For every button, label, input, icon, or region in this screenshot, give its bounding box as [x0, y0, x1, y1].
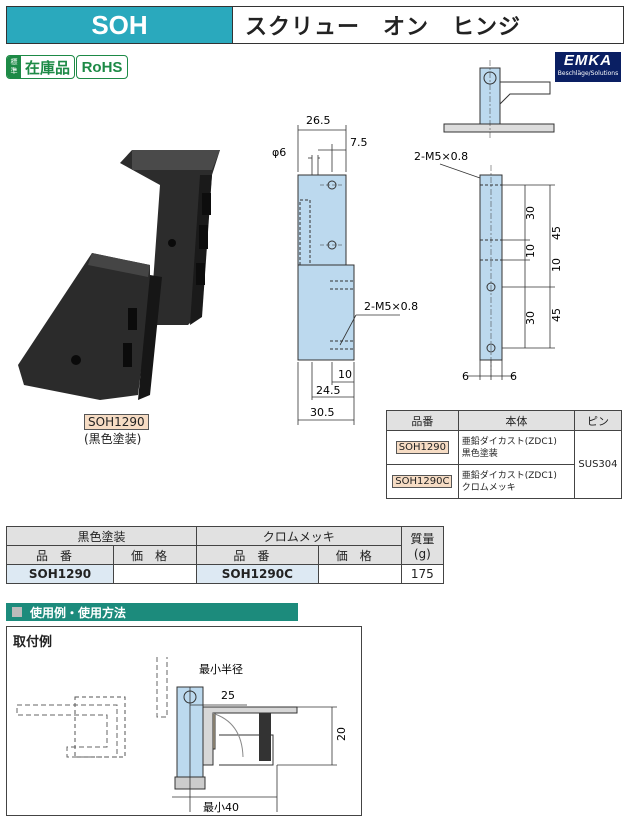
photo-finish: (黒色塗装) — [84, 432, 142, 446]
dim-2-m5-front: 2-M5×0.8 — [364, 300, 418, 313]
part-black: SOH1290 — [5, 564, 115, 584]
col-part-black: 品番 — [5, 545, 115, 565]
col-pin: ピン — [573, 410, 623, 431]
label-dim-20: 20 — [335, 727, 348, 741]
standard-stock-badge: 標準 在庫品 — [6, 55, 76, 79]
col-price-chrome: 価格 — [317, 545, 402, 565]
mass-header: 質量(g) — [400, 526, 445, 565]
label-min-radius: 最小半径 — [199, 662, 243, 676]
front-lower-leaf — [297, 264, 355, 361]
product-photo — [18, 150, 220, 400]
col-body: 本体 — [457, 410, 575, 431]
col-part: 品番 — [386, 410, 459, 431]
photo-caption: SOH1290 (黒色塗装) — [84, 414, 149, 447]
part-chrome: SOH1290C — [195, 564, 319, 584]
col-price-black: 価格 — [113, 545, 197, 565]
col-part-chrome: 品番 — [195, 545, 319, 565]
stock-label: 在庫品 — [25, 58, 71, 77]
dim-30-lower: 30 — [524, 311, 537, 325]
body-material: 亜鉛ダイカスト(ZDC1)黒色塗装 — [457, 430, 575, 465]
dim-10-right: 10 — [550, 258, 563, 272]
group-black: 黒色塗装 — [6, 526, 197, 546]
dim-6-left: 6 — [462, 370, 469, 383]
dim-26-5: 26.5 — [306, 114, 331, 127]
front-upper-leaf — [297, 174, 347, 266]
dim-7-5: 7.5 — [350, 136, 368, 149]
product-title: スクリュー オン ヒンジ — [245, 15, 522, 40]
body-material: 亜鉛ダイカスト(ZDC1)クロムメッキ — [457, 464, 575, 499]
price-table: 黒色塗装 クロムメッキ 質量(g) 品番 価格 品番 価格 SOH1290 SO… — [5, 526, 445, 584]
group-chrome: クロムメッキ — [195, 526, 402, 546]
dim-45-lower: 45 — [550, 308, 563, 322]
dim-phi-6: φ6 — [272, 146, 286, 159]
mounting-example-drawing: 最小半径 25 20 最小40 — [16, 657, 348, 814]
table-row: SOH1290 SOH1290C 175 — [5, 564, 445, 584]
label-dim-25: 25 — [221, 689, 235, 702]
side-view-drawing: 2-M5×0.8 30 10 30 45 10 45 6 6 — [414, 60, 563, 383]
dim-10-side: 10 — [524, 244, 537, 258]
label-min-40: 最小40 — [203, 801, 239, 814]
dim-30-5: 30.5 — [310, 406, 335, 419]
dim-24-5: 24.5 — [316, 384, 341, 397]
front-view-drawing: 26.5 7.5 φ6 2-M5×0.8 10 24.5 30.5 — [272, 114, 418, 425]
part-number: SOH1290C — [392, 475, 453, 488]
dim-10-front: 10 — [338, 368, 352, 381]
header-bar: SOH スクリュー オン ヒンジ — [6, 6, 624, 44]
dim-6-right: 6 — [510, 370, 517, 383]
material-table: 品番 本体 ピン SOH1290 亜鉛ダイカスト(ZDC1)黒色塗装 SUS30… — [386, 410, 623, 499]
price-chrome — [317, 564, 402, 584]
dim-30-upper: 30 — [524, 206, 537, 220]
usage-section-bar: 使用例・使用方法 — [6, 603, 298, 621]
table-row: SOH1290 亜鉛ダイカスト(ZDC1)黒色塗装 SUS304 — [386, 430, 623, 499]
emka-logo: EMKA Beschläge/Solutions — [555, 52, 621, 82]
photo-part-number: SOH1290 — [84, 414, 149, 430]
pin-material: SUS304 — [573, 430, 623, 499]
usage-example-box: 取付例 最小半径 25 20 最小40 — [6, 626, 362, 816]
table-row: SOH1290C 亜鉛ダイカスト(ZDC1)クロムメッキ — [386, 464, 622, 499]
usage-title: 取付例 — [13, 635, 53, 650]
rohs-badge: RoHS — [76, 55, 128, 79]
dim-45-upper: 45 — [550, 226, 563, 240]
dim-2-m5-side: 2-M5×0.8 — [414, 150, 468, 163]
standard-label: 標準 — [7, 56, 21, 78]
price-black — [113, 564, 197, 584]
section-marker-icon — [12, 607, 22, 617]
part-number: SOH1290 — [395, 441, 449, 454]
mass-value: 175 — [400, 564, 445, 584]
product-code: SOH — [7, 7, 233, 43]
